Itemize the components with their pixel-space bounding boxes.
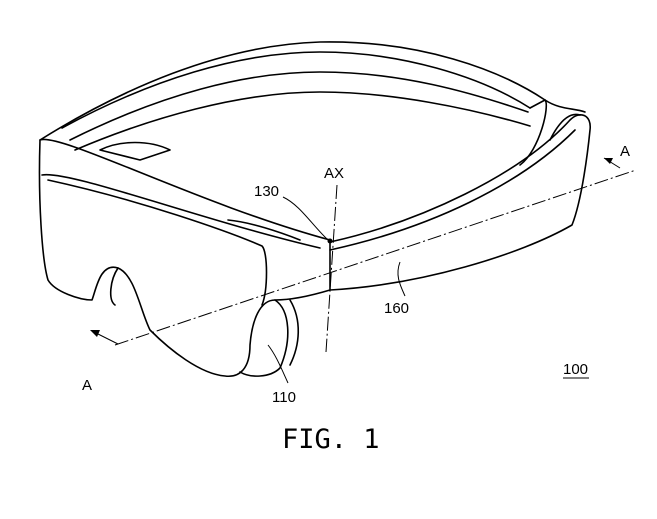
- front-body-110: [38, 138, 331, 377]
- label-160: 160: [384, 300, 409, 317]
- head-band: [39, 41, 586, 166]
- label-130: 130: [254, 183, 279, 200]
- label-ax: AX: [324, 165, 344, 182]
- figure-caption: FIG. 1: [282, 424, 380, 455]
- axis-ax: [325, 184, 338, 353]
- leader-110: [267, 344, 289, 384]
- label-a-right: A: [620, 143, 630, 160]
- label-a-left: A: [82, 377, 92, 394]
- side-arm-160: [329, 113, 591, 291]
- section-arrow-left: [90, 330, 119, 345]
- section-line-a-a: [114, 169, 637, 346]
- leader-130: [282, 196, 329, 241]
- axis-point: [327, 238, 333, 244]
- label-110: 110: [272, 389, 296, 406]
- label-100: 100: [563, 361, 588, 378]
- section-arrow-right: [603, 157, 621, 169]
- leader-160: [397, 261, 406, 297]
